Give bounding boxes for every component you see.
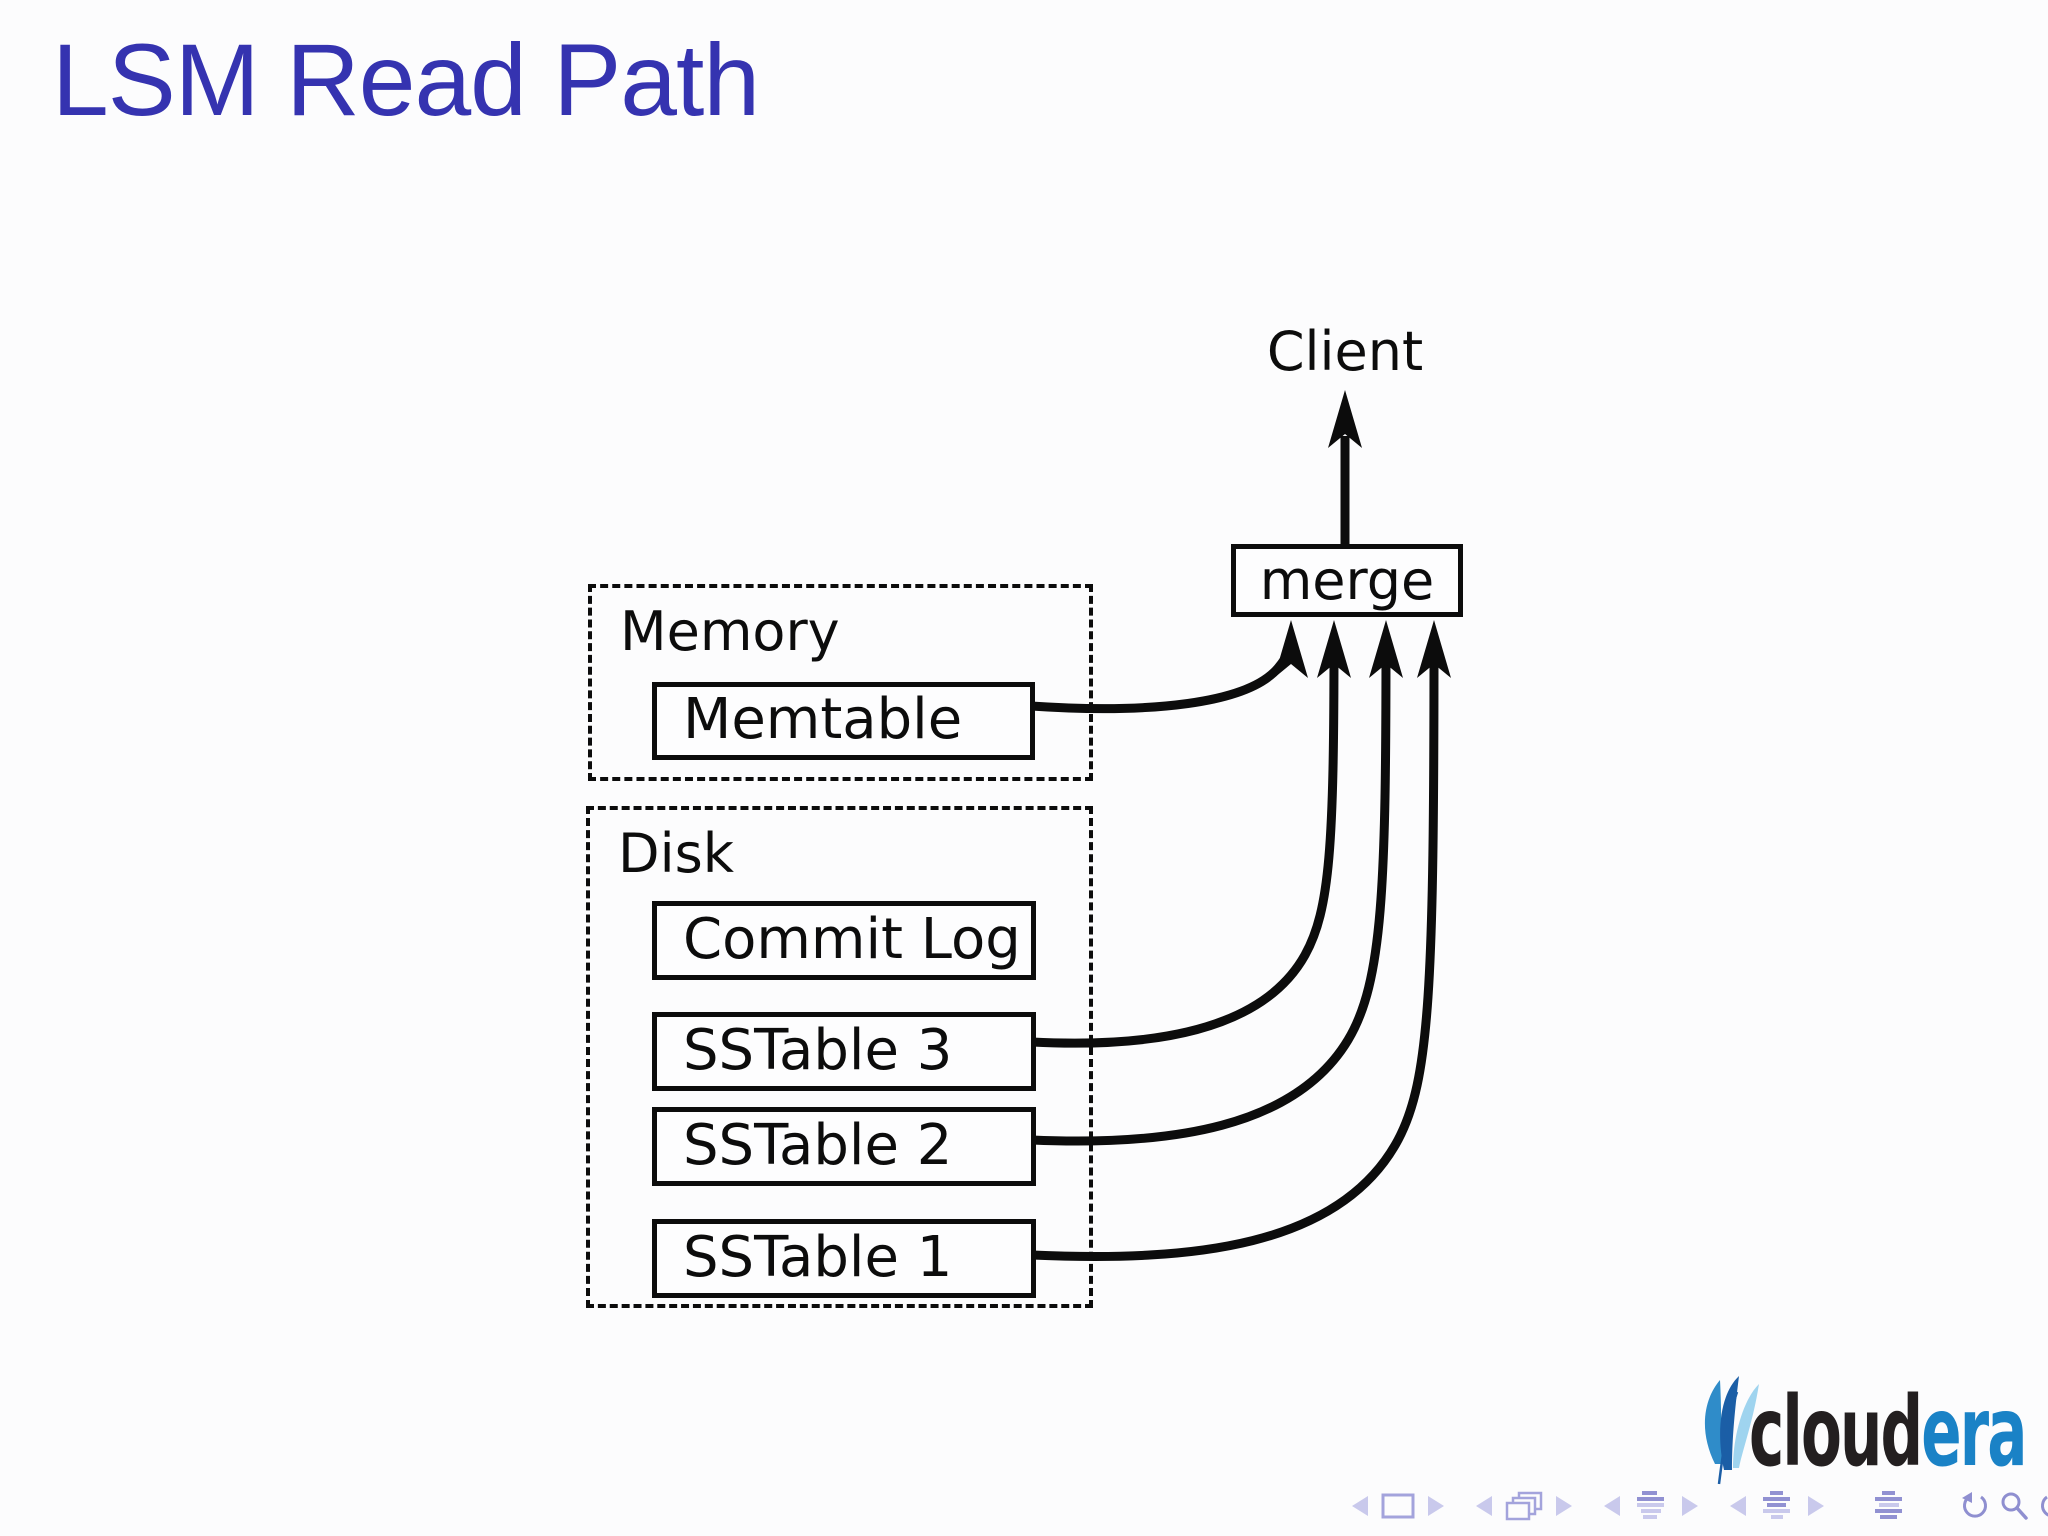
subsection-nav-group — [1730, 1491, 1824, 1521]
commit-log-node: Commit Log — [652, 901, 1036, 980]
merge-arrowhead-3 — [1369, 620, 1403, 678]
cloudera-logo: cloudera — [1693, 1376, 2048, 1488]
sstable-1-node: SSTable 1 — [652, 1219, 1036, 1298]
prev-frame-icon[interactable] — [1352, 1496, 1368, 1516]
memtable-node: Memtable — [652, 682, 1035, 760]
logo-word-era: era — [1921, 1376, 2027, 1488]
memory-group-label: Memory — [620, 600, 840, 663]
frame-nav-group — [1352, 1493, 1444, 1519]
appendix-nav-group — [1870, 1491, 1906, 1521]
sstable-3-node: SSTable 3 — [652, 1012, 1036, 1091]
beamer-navigation-bar — [1352, 1489, 2048, 1523]
frames-nav-group — [1476, 1491, 1572, 1521]
sstable1-to-merge-curve — [1031, 639, 1439, 1262]
subsection-lines-icon[interactable] — [1759, 1491, 1795, 1521]
cloudera-wordmark: cloudera — [1749, 1382, 2027, 1482]
section-lines-icon[interactable] — [1633, 1491, 1669, 1521]
search-icon[interactable] — [1999, 1491, 2029, 1521]
disk-group-label: Disk — [618, 822, 734, 885]
sstable2-to-merge-curve — [1031, 639, 1391, 1146]
connector-paths — [1030, 436, 1439, 1262]
sstable3-to-merge-curve — [1031, 639, 1339, 1048]
next-subsection-icon[interactable] — [1808, 1496, 1824, 1516]
go-forward-icon[interactable] — [2038, 1491, 2048, 1521]
feather-petal-mid — [1704, 1380, 1725, 1464]
client-arrowhead — [1328, 390, 1362, 448]
client-label: Client — [1266, 320, 1424, 383]
feather-stem — [1717, 1391, 1739, 1485]
next-frame-icon[interactable] — [1428, 1496, 1444, 1516]
arrowheads — [1274, 390, 1451, 678]
frames-stack-icon[interactable] — [1505, 1491, 1543, 1521]
appendix-lines-icon[interactable] — [1870, 1491, 1906, 1521]
merge-node: merge — [1231, 544, 1463, 617]
sstable-2-node: SSTable 2 — [652, 1107, 1036, 1186]
next-frames-icon[interactable] — [1556, 1496, 1572, 1516]
frame-icon[interactable] — [1381, 1493, 1415, 1519]
merge-label: merge — [1259, 549, 1435, 612]
merge-arrowhead-4 — [1417, 620, 1451, 678]
page-title: LSM Read Path — [52, 23, 760, 137]
cloudera-feather-icon — [1704, 1376, 1759, 1485]
merge-arrowhead-2 — [1317, 620, 1351, 678]
prev-frames-icon[interactable] — [1476, 1496, 1492, 1516]
section-nav-group — [1604, 1491, 1698, 1521]
feather-petal-pale — [1733, 1384, 1759, 1468]
go-back-icon[interactable] — [1960, 1491, 1990, 1521]
next-section-icon[interactable] — [1682, 1496, 1698, 1516]
prev-section-icon[interactable] — [1604, 1496, 1620, 1516]
merge-arrowhead-1 — [1274, 620, 1308, 678]
memory-group: Memory Memtable — [588, 584, 1093, 781]
disk-group: Disk Commit Log SSTable 3 SSTable 2 SSTa… — [586, 806, 1093, 1308]
logo-word-cloud: cloud — [1749, 1376, 1923, 1488]
prev-subsection-icon[interactable] — [1730, 1496, 1746, 1516]
history-search-group — [1960, 1491, 2048, 1521]
